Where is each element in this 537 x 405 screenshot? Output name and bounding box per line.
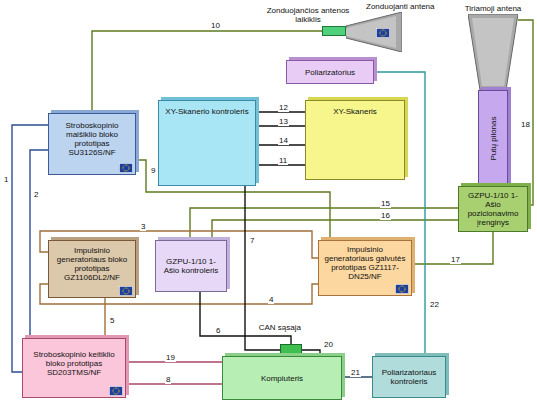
node-text: Poliarizatorius [305, 68, 355, 77]
horn-body [468, 14, 518, 90]
node-text: Stroboskopinio maišiklio bloko prototipa… [53, 121, 131, 157]
device-box: XY-Skanerio kontroleris [158, 100, 256, 186]
eu-flag-logo [119, 163, 133, 173]
horn-face [346, 16, 396, 48]
antenna-horn: Tiriamoji antena [468, 14, 518, 90]
callout-number: 6 [215, 326, 221, 335]
callout-number: 17 [450, 255, 461, 264]
holder-box: Zonduojančios antenos laikiklis [322, 26, 346, 36]
callout-number: 14 [278, 136, 289, 145]
eu-flag-logo [376, 28, 390, 38]
callout-number: 18 [520, 120, 531, 129]
callout-number: 16 [380, 211, 391, 220]
eu-flag-logo [119, 286, 133, 296]
callout-number: 5 [109, 316, 115, 325]
eu-flag-logo [109, 386, 123, 396]
eu-flag-logo [395, 284, 409, 294]
callout-number: 7 [249, 236, 255, 245]
callout-number: 11 [278, 156, 288, 165]
connector [190, 208, 458, 240]
node-text: Zonduojančios antenos laikiklis [253, 6, 363, 24]
horn-body [346, 12, 402, 52]
device-box: Poliarizatoriaus kontroleris [372, 356, 446, 398]
node-text: GZPU-1/10 1-Ašio pozicionavimo įrenginys [463, 191, 523, 227]
node-text: XY-Skaneris [333, 107, 377, 116]
connector [126, 383, 222, 384]
node-text: Kompiuteris [261, 374, 303, 383]
callout-number: 15 [380, 199, 391, 208]
horn-outline [346, 12, 402, 52]
interface-box: CAN sąsaja [280, 344, 302, 356]
node-text: Zonduojanti antena [366, 2, 456, 11]
connector [518, 20, 533, 205]
device-box: XY-Skaneris [305, 100, 405, 180]
callout-number: 20 [323, 340, 334, 349]
device-box: Kompiuteris [222, 356, 342, 400]
horn-outline [468, 14, 518, 90]
node-text: GZPU-1/10 1-Ašio kontroleris [160, 257, 222, 275]
callout-number: 3 [140, 222, 146, 231]
callout-number: 10 [210, 21, 221, 30]
node-text: Impulsinio generatoriaus galvutės protot… [323, 245, 407, 281]
pylon-box: Putų pilonas [478, 90, 508, 186]
callout-number: 19 [165, 353, 176, 362]
connector [30, 150, 48, 338]
device-box: GZPU-1/10 1-Ašio kontroleris [155, 240, 227, 292]
device-box: Poliarizatorius [286, 60, 374, 84]
node-text: Poliarizatoriaus kontroleris [377, 368, 441, 386]
node-text: XY-Skanerio kontroleris [165, 107, 248, 116]
connector [104, 298, 105, 338]
node-text: Impulsinio generatoriaus bloko prototipa… [53, 246, 131, 282]
node-text: Tiriamoji antena [453, 4, 533, 13]
connector [200, 292, 291, 344]
callout-number: 8 [165, 375, 171, 384]
callout-number: 4 [268, 295, 274, 304]
callout-number: 9 [150, 166, 156, 175]
callout-number: 21 [350, 368, 361, 377]
callout-number: 2 [33, 190, 39, 199]
node-text: Putų pilonas [489, 116, 498, 160]
node-text: CAN sąsaja [241, 323, 301, 332]
callout-number: 12 [278, 103, 289, 112]
callout-number: 13 [278, 117, 289, 126]
antenna-horn: Zonduojanti antena [346, 12, 402, 52]
horn-face [472, 18, 514, 86]
connector [12, 125, 48, 372]
callout-number: 22 [429, 300, 440, 309]
node-text: Stroboskopinio keitiklio bloko prototipa… [27, 350, 121, 377]
device-box: GZPU-1/10 1-Ašio pozicionavimo įrenginys [458, 186, 528, 232]
connector [412, 232, 493, 264]
callout-number: 1 [3, 175, 9, 184]
